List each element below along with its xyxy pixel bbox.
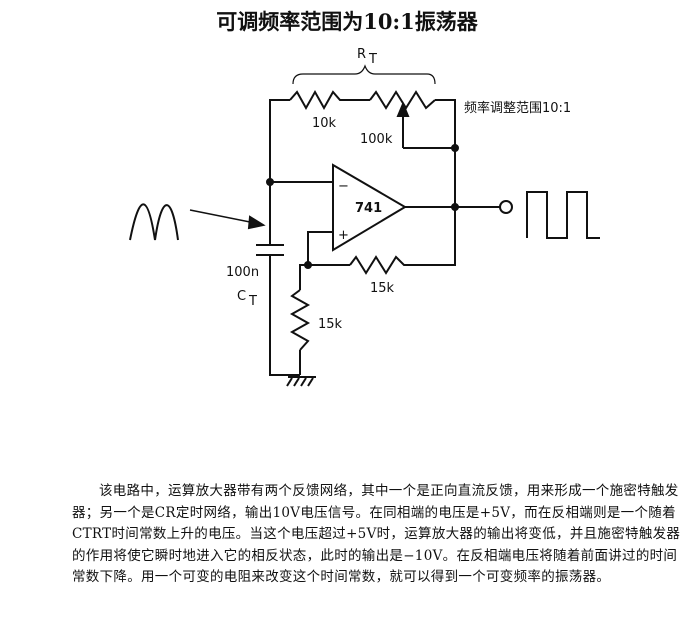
description-text: 该电路中，运算放大器带有两个反馈网络，其中一个是正向直流反馈，用来形成一个施密特… (72, 483, 681, 585)
junction-dots (266, 144, 459, 269)
ground-icon (286, 376, 316, 387)
rt-brace (292, 64, 436, 85)
opamp-label: 741 (355, 201, 382, 216)
rt-label: R (357, 47, 366, 62)
output-terminal (499, 200, 513, 214)
r-ground-label: 15k (318, 317, 343, 332)
wiper-arrow-icon (396, 101, 410, 117)
pot-label: 100k (360, 132, 393, 147)
capacitor-ct (256, 244, 284, 256)
resistor-15k-feedback (349, 255, 410, 275)
wires (269, 99, 500, 376)
ct-label: C (237, 289, 246, 304)
circuit-diagram: R T 10k 100k 频率调整范围10:1 741 − + 100n C T… (129, 47, 600, 387)
arrow-icon (189, 209, 266, 230)
page-title: 可调频率范围为10:1振荡器 (216, 9, 478, 34)
potentiometer-100k (369, 90, 436, 110)
plus-label: + (338, 228, 349, 243)
r1-label: 10k (312, 116, 337, 131)
minus-label: − (338, 179, 349, 194)
rt-subscript: T (368, 52, 377, 67)
input-waveform (129, 203, 179, 241)
opamp-741 (332, 163, 407, 252)
square-waveform (526, 191, 600, 239)
ct-subscript: T (248, 294, 257, 309)
range-label: 频率调整范围10:1 (464, 100, 571, 116)
cap-label: 100n (226, 265, 259, 280)
resistor-15k-ground (289, 289, 311, 351)
r-feedback-label: 15k (370, 281, 395, 296)
resistor-10k (289, 89, 345, 111)
